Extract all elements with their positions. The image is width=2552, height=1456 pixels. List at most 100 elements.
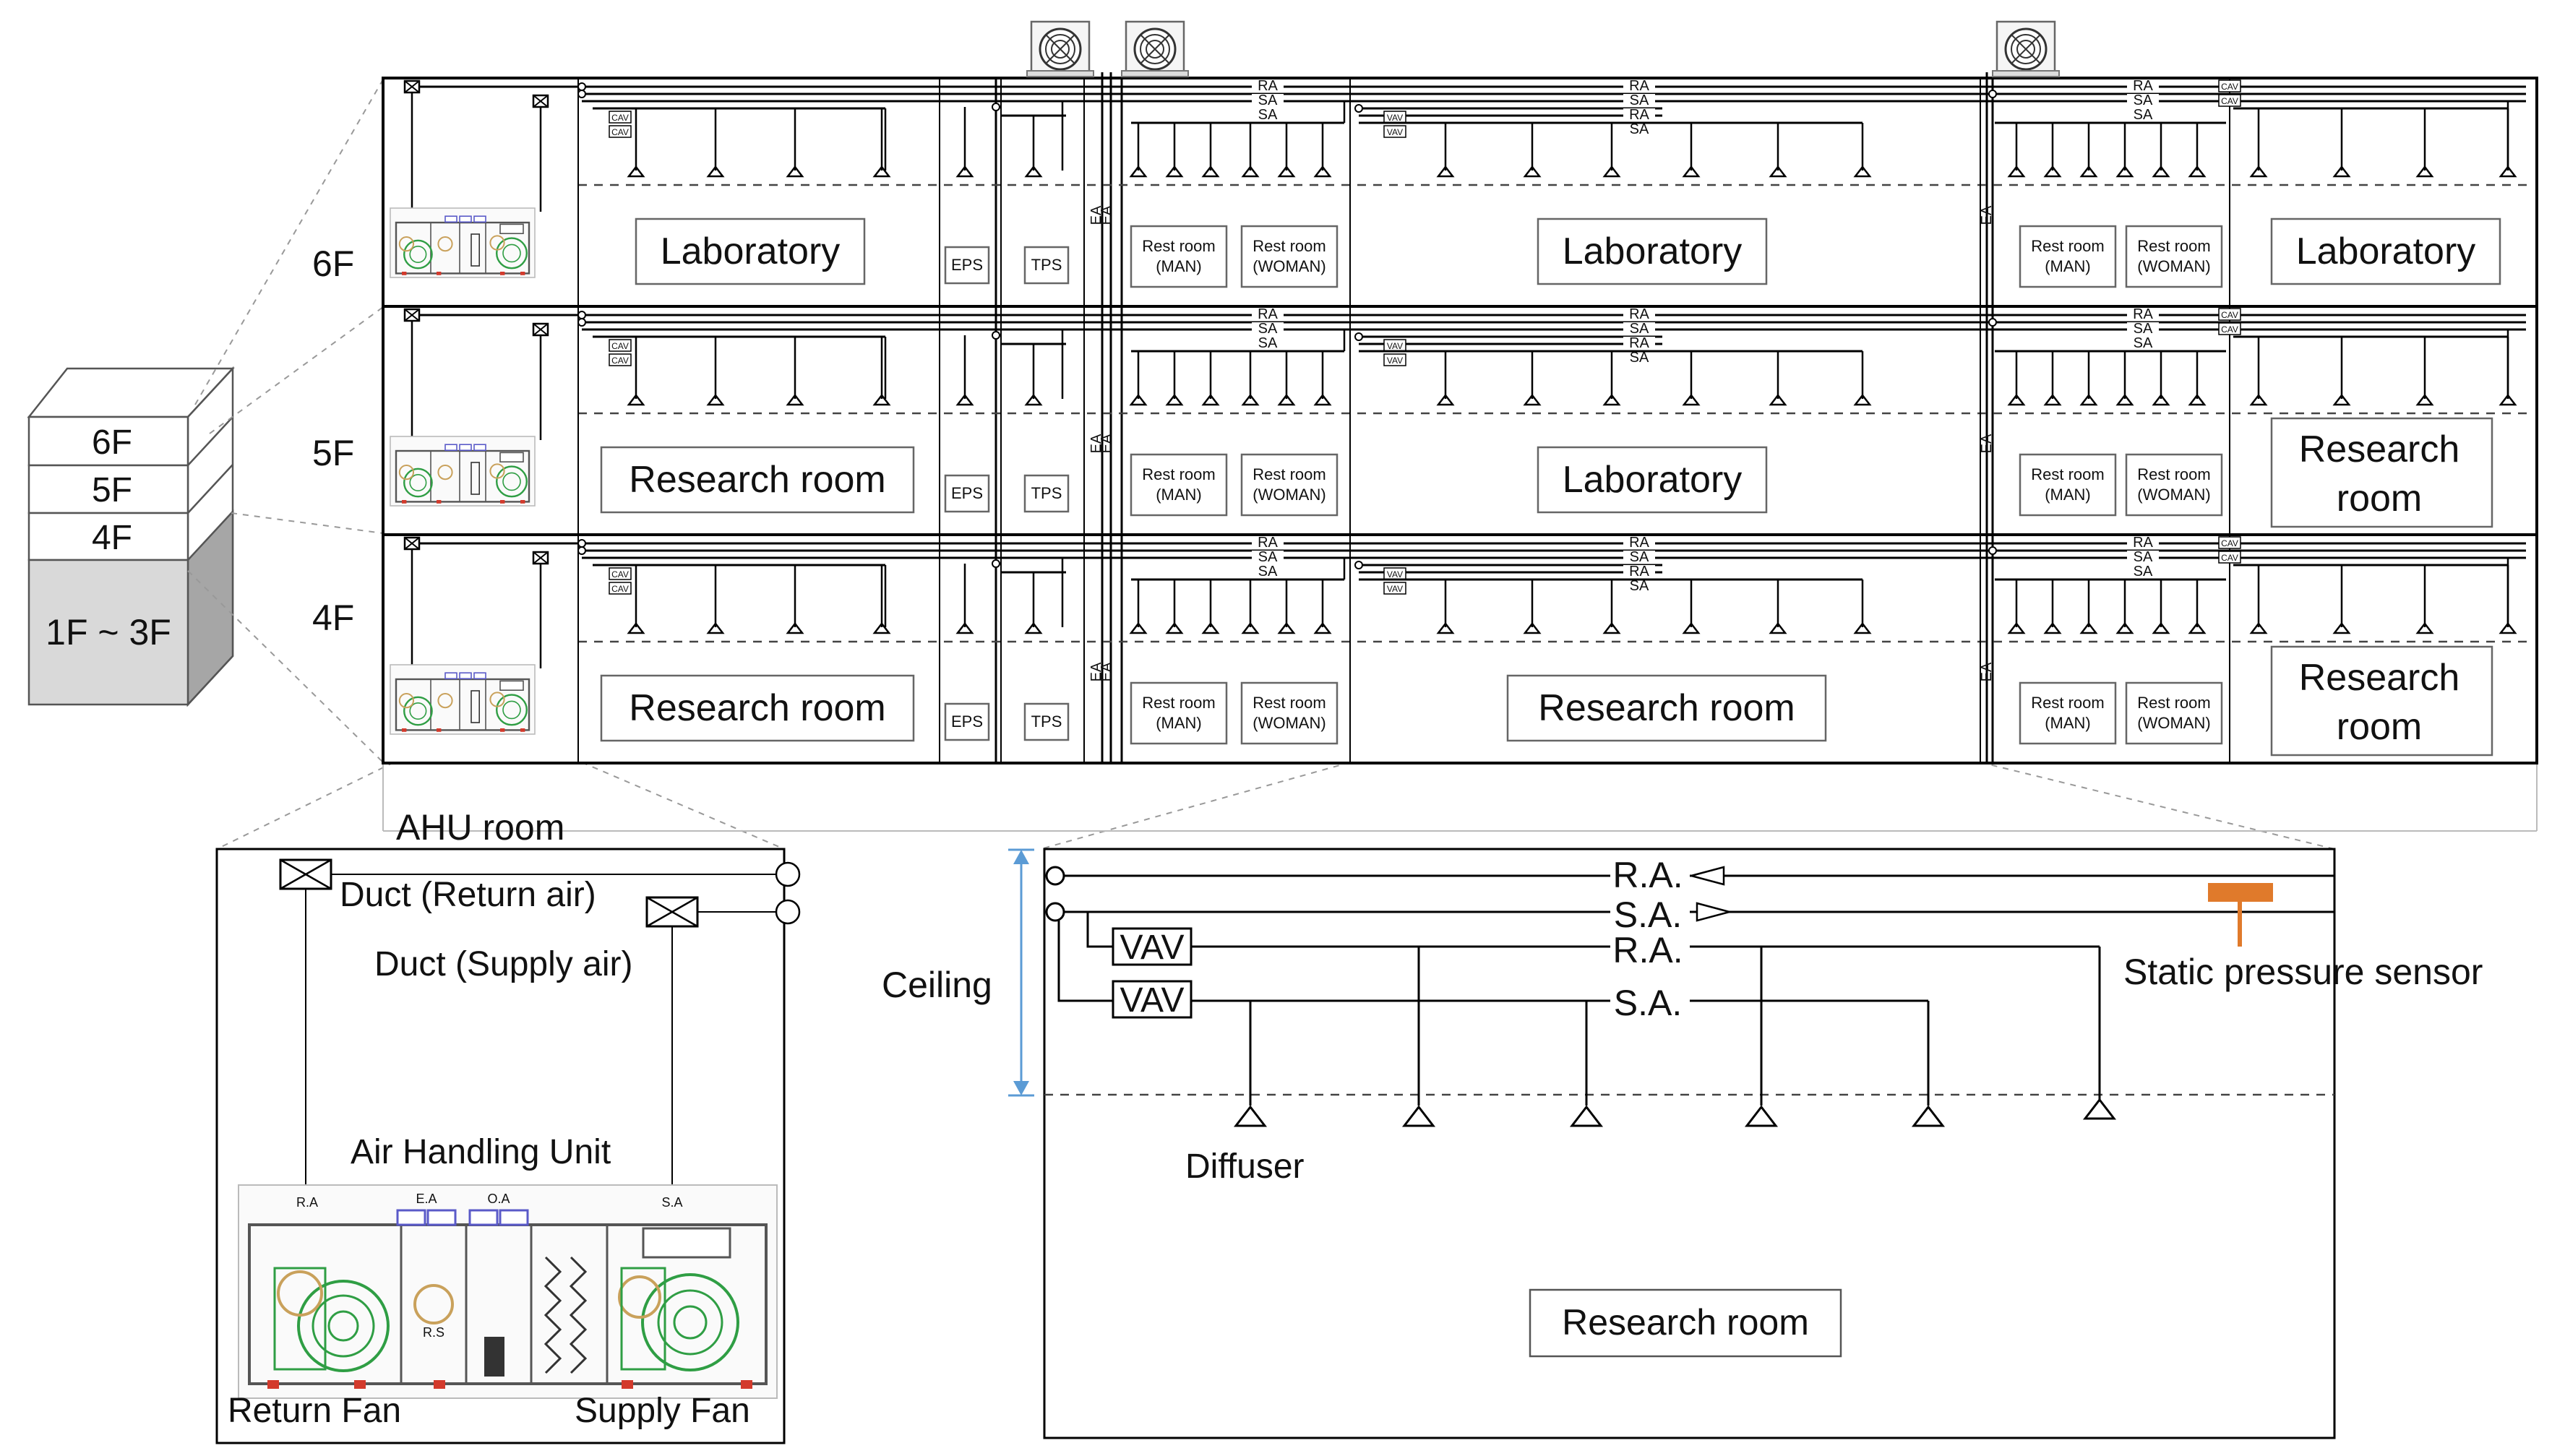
- vav-tag: VAV: [1387, 584, 1403, 594]
- diffuser-icon: [2333, 165, 2350, 178]
- restroom-man-label: Rest room: [1142, 694, 1215, 712]
- damper-icon: [403, 79, 421, 94]
- diffuser-icon: [1603, 394, 1620, 406]
- floor-label-5f: 5F: [312, 433, 354, 473]
- cav-tag: CAV: [611, 569, 629, 580]
- diffuser-icon: [873, 394, 890, 406]
- vav-box: VAV: [1112, 927, 1193, 967]
- diffuser-icon: [1166, 394, 1183, 406]
- duct-label-sa: SA: [1630, 350, 1649, 366]
- sa-main-label: S.A.: [1614, 895, 1682, 935]
- diffuser-icon: [2250, 394, 2267, 406]
- cav-tag: CAV: [2221, 538, 2238, 548]
- floors-layer: CAVCAVVAVVAVCAVCAVRASASARASARASARASASAEA…: [389, 78, 2533, 763]
- duct-label-ra: RA: [2133, 78, 2153, 94]
- supply-fan-label: Supply Fan: [575, 1392, 750, 1430]
- duct-label-sa: SA: [1630, 549, 1649, 565]
- duct-label-ra: RA: [1258, 306, 1278, 322]
- diffuser-icon: [1242, 622, 1259, 634]
- cav-tag: CAV: [611, 127, 629, 137]
- cav-tag: CAV: [2221, 82, 2238, 92]
- damper-icon: [532, 94, 549, 108]
- restroom-woman-label: Rest room: [2137, 694, 2210, 712]
- diffuser-icon: [2044, 622, 2061, 634]
- room-right-4f: Research: [2299, 657, 2460, 699]
- ahu-room-label: AHU room: [396, 807, 564, 848]
- ea-label-1: EA: [1088, 662, 1104, 681]
- damper-icon: [532, 551, 549, 565]
- diffuser-icon: [1769, 394, 1787, 406]
- ea-label-3: EA: [1979, 205, 1995, 225]
- room-left-5f: Research room: [629, 459, 885, 501]
- restroom-man-sub: (MAN): [2045, 257, 2091, 275]
- ea-label-3: EA: [1979, 662, 1995, 681]
- room-right-6f: Laboratory: [2296, 231, 2476, 272]
- supply-air-damper: [645, 896, 699, 928]
- air-handling-unit-label: Air Handling Unit: [351, 1133, 611, 1171]
- floor-plan-5f: CAVCAVVAVVAVCAVCAVRASASARASARASARASASAEA…: [389, 306, 2533, 535]
- diffuser-icon: [1683, 165, 1700, 178]
- diffuser-icon: [1025, 165, 1042, 178]
- diffuser-icon: [1314, 165, 1331, 178]
- ra-main-label: R.A.: [1612, 855, 1683, 895]
- diffuser-icon: [1202, 622, 1219, 634]
- restroom-man-label: Rest room: [1142, 237, 1215, 255]
- diffuser-icon: [873, 165, 890, 178]
- ea-label-3: EA: [1979, 434, 1995, 453]
- guide-lines: [187, 79, 2538, 850]
- diffuser-icon: [873, 622, 890, 634]
- diffuser-icon: [2080, 165, 2097, 178]
- mini-ahu-icon: [389, 663, 536, 736]
- cav-tag: CAV: [611, 113, 629, 123]
- diffuser-icon: [1683, 622, 1700, 634]
- tps-label: TPS: [1031, 484, 1062, 502]
- duct-label-ra: RA: [1258, 535, 1278, 551]
- duct-label-sa: SA: [1630, 321, 1649, 337]
- diffuser-icon: [1769, 622, 1787, 634]
- tps-label: TPS: [1031, 256, 1062, 274]
- diffuser-icon: [1025, 394, 1042, 406]
- diffuser-icon: [1166, 622, 1183, 634]
- vav-tag: VAV: [1387, 113, 1403, 123]
- duct-label-ra: RA: [1629, 535, 1649, 551]
- restroom-man-label: Rest room: [2031, 694, 2104, 712]
- eps-label: EPS: [951, 256, 983, 274]
- restroom-woman-label: Rest room: [2137, 465, 2210, 483]
- duct-label-sa: SA: [1258, 107, 1278, 123]
- cav-tag: CAV: [2221, 310, 2238, 320]
- diffuser-icon: [627, 394, 645, 406]
- duct-label-sa: SA: [1630, 121, 1649, 137]
- eps-label: EPS: [951, 712, 983, 731]
- damper-icon: [403, 536, 421, 551]
- diffuser-icon: [956, 394, 974, 406]
- diffuser-label: Diffuser: [1185, 1147, 1305, 1186]
- ea-label-1: EA: [1088, 434, 1104, 453]
- sa-branch-label: S.A.: [1614, 983, 1682, 1023]
- damper-icon: [532, 322, 549, 337]
- diffuser-icon: [1437, 165, 1454, 178]
- duct-label-sa: SA: [1630, 92, 1649, 108]
- restroom-man-label: Rest room: [1142, 465, 1215, 483]
- diffuser-icon: [1202, 394, 1219, 406]
- restroom-woman-label: Rest room: [1253, 465, 1326, 483]
- return-air-damper: [279, 858, 332, 890]
- diffuser-icon: [2080, 394, 2097, 406]
- floor-plans: [382, 20, 2538, 764]
- static-pressure-sensor-icon: [2208, 883, 2273, 947]
- restroom-man-sub: (MAN): [2045, 486, 2091, 504]
- diffuser-icon: [2044, 394, 2061, 406]
- room-center-6f: Laboratory: [1563, 231, 1743, 272]
- duct-label-ra: RA: [1629, 107, 1649, 123]
- room-left-4f: Research room: [629, 687, 885, 729]
- duct-label-sa: SA: [1258, 321, 1278, 337]
- diffuser-icon: [1130, 394, 1147, 406]
- diffuser-icon: [1854, 622, 1871, 634]
- restroom-woman-sub: (WOMAN): [2137, 714, 2210, 732]
- diffuser-icon: [1278, 394, 1295, 406]
- diffuser-icon: [1524, 165, 1541, 178]
- diffuser-icon: [2080, 622, 2097, 634]
- duct-label-sa: SA: [1258, 92, 1278, 108]
- building-floor-1f-3f: 1F ~ 3F: [46, 612, 171, 652]
- static-pressure-sensor-label: Static pressure sensor: [2123, 952, 2483, 992]
